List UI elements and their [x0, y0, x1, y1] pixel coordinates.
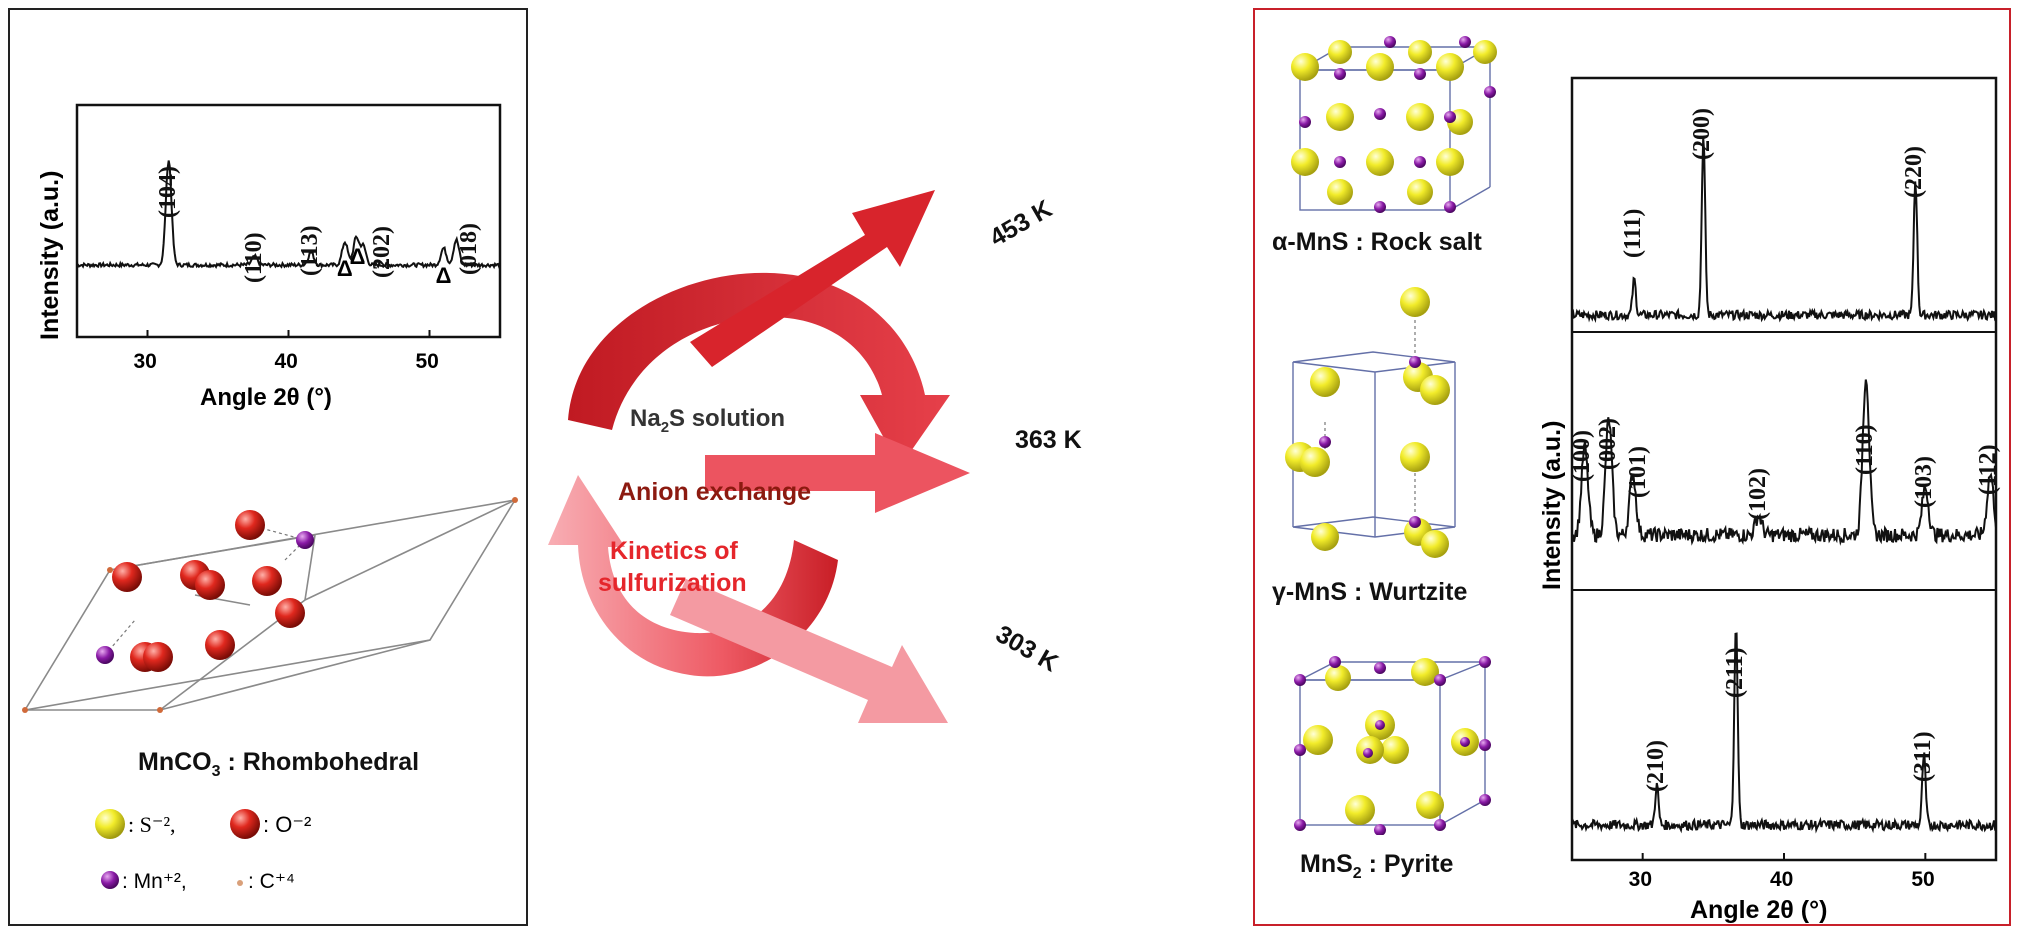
peak-label: (110)	[1851, 424, 1878, 475]
peak-label: (101)	[1625, 446, 1651, 498]
right-xrd-xlabel: Angle 2θ (°)	[1690, 896, 1827, 924]
pyrite-xrd-series-line	[1571, 632, 1997, 834]
right-xrd-tick-label: 30	[1629, 868, 1652, 891]
oxygen-legend-label: : O⁻²	[263, 812, 311, 837]
carbon-legend-label: : C⁺⁴	[248, 870, 295, 893]
peak-label: (103)	[1911, 456, 1938, 508]
cycle-diagram	[548, 190, 970, 723]
pyrite-structure	[1294, 656, 1491, 835]
oxygen-atom	[275, 598, 305, 628]
sulfur-legend-label: : S⁻²,	[128, 812, 176, 837]
anion-exchange-label: Anion exchange	[618, 478, 812, 506]
manganese-legend-label: : Mn⁺²,	[122, 870, 187, 893]
peak-label: (220)	[1901, 146, 1928, 198]
wurtzite-structure	[1285, 287, 1456, 558]
arrow-453k	[690, 190, 935, 367]
oxygen-atom	[235, 510, 265, 540]
impurity-marker: Δ	[349, 244, 366, 269]
left-xrd-series-line	[76, 160, 501, 270]
left-xrd-frame	[75, 103, 502, 339]
right-xrd-tick-label: 40	[1770, 868, 1793, 891]
peak-label: (100)	[1569, 430, 1596, 482]
oxygen-atom	[195, 570, 225, 600]
right-xrd-ylabel: Intensity (a.u.)	[1538, 421, 1566, 590]
carbon-atom	[512, 497, 518, 503]
peak-label: (104)	[154, 166, 181, 218]
peak-label: (200)	[1689, 108, 1716, 160]
left-xrd-xlabel: Angle 2θ (°)	[200, 384, 332, 411]
oxygen-legend-icon	[230, 809, 260, 839]
manganese-legend-icon	[101, 871, 119, 889]
left-xrd-tick-label: 50	[416, 350, 439, 373]
na2s-solution-label: Na2S solution	[630, 405, 786, 436]
peak-label: (018)	[455, 223, 482, 275]
rock-salt-caption: α-MnS : Rock salt	[1272, 228, 1482, 256]
oxygen-atom	[205, 630, 235, 660]
rock-salt-structure	[1291, 36, 1497, 213]
peak-label: (112)	[1974, 444, 2001, 495]
left-xrd-ylabel: Intensity (a.u.)	[40, 171, 64, 340]
impurity-marker: Δ	[435, 263, 452, 288]
peak-label: (202)	[369, 226, 396, 278]
rock-salt-xrd-series-line	[1571, 137, 1997, 323]
peak-label: (113)	[297, 225, 324, 276]
manganese-atom	[96, 646, 114, 664]
kinetics-label-line2: sulfurization	[598, 569, 747, 597]
peak-label: (211)	[1721, 647, 1748, 698]
arrow-303k	[670, 579, 948, 723]
left-panel	[8, 8, 528, 926]
manganese-atom	[296, 531, 314, 549]
oxygen-atom	[143, 642, 173, 672]
peak-label: (002)	[1595, 418, 1622, 470]
atom-legend: : S⁻², : O⁻² : Mn⁺², : C⁺⁴	[95, 809, 311, 893]
carbon-legend-icon	[237, 880, 243, 886]
right-xrd-tick-label: 50	[1911, 868, 1934, 891]
right-xrd-chart: 30 40 50 Intensity (a.u.) Angle 2θ (°)	[1538, 76, 1998, 924]
right-panel	[1253, 8, 2011, 926]
carbon-atom	[22, 707, 28, 713]
arrow-363k	[705, 433, 970, 513]
wurtzite-xrd-series-line	[1571, 379, 1997, 546]
peak-label: (311)	[1909, 731, 1936, 782]
pyrite-caption: MnS2 : Pyrite	[1300, 850, 1454, 882]
left-xrd-tick-label: 40	[275, 350, 298, 373]
peak-label: (110)	[240, 232, 267, 283]
carbon-atom	[157, 707, 163, 713]
oxygen-atom	[252, 566, 282, 596]
kinetics-label-line1: Kinetics of	[610, 537, 738, 565]
rhombohedral-structure	[22, 497, 518, 713]
sulfur-legend-icon	[95, 809, 125, 839]
left-xrd-chart: 30 40 50 Intensity (a.u.) Angle 2θ (°)	[40, 103, 502, 411]
peak-label: (102)	[1744, 468, 1771, 520]
oxygen-atom	[112, 562, 142, 592]
peak-label: (210)	[1642, 740, 1669, 792]
impurity-marker: Δ	[336, 256, 353, 281]
left-xrd-tick-label: 30	[134, 350, 157, 373]
peak-label: (111)	[1620, 208, 1647, 258]
cycle-arrow-top	[568, 272, 950, 467]
rhombohedral-caption: MnCO3 : Rhombohedral	[138, 748, 420, 780]
temp-label-363k: 363 K	[1015, 426, 1082, 454]
wurtzite-caption: γ-MnS : Wurtzite	[1272, 578, 1468, 606]
carbon-atom	[107, 567, 113, 573]
